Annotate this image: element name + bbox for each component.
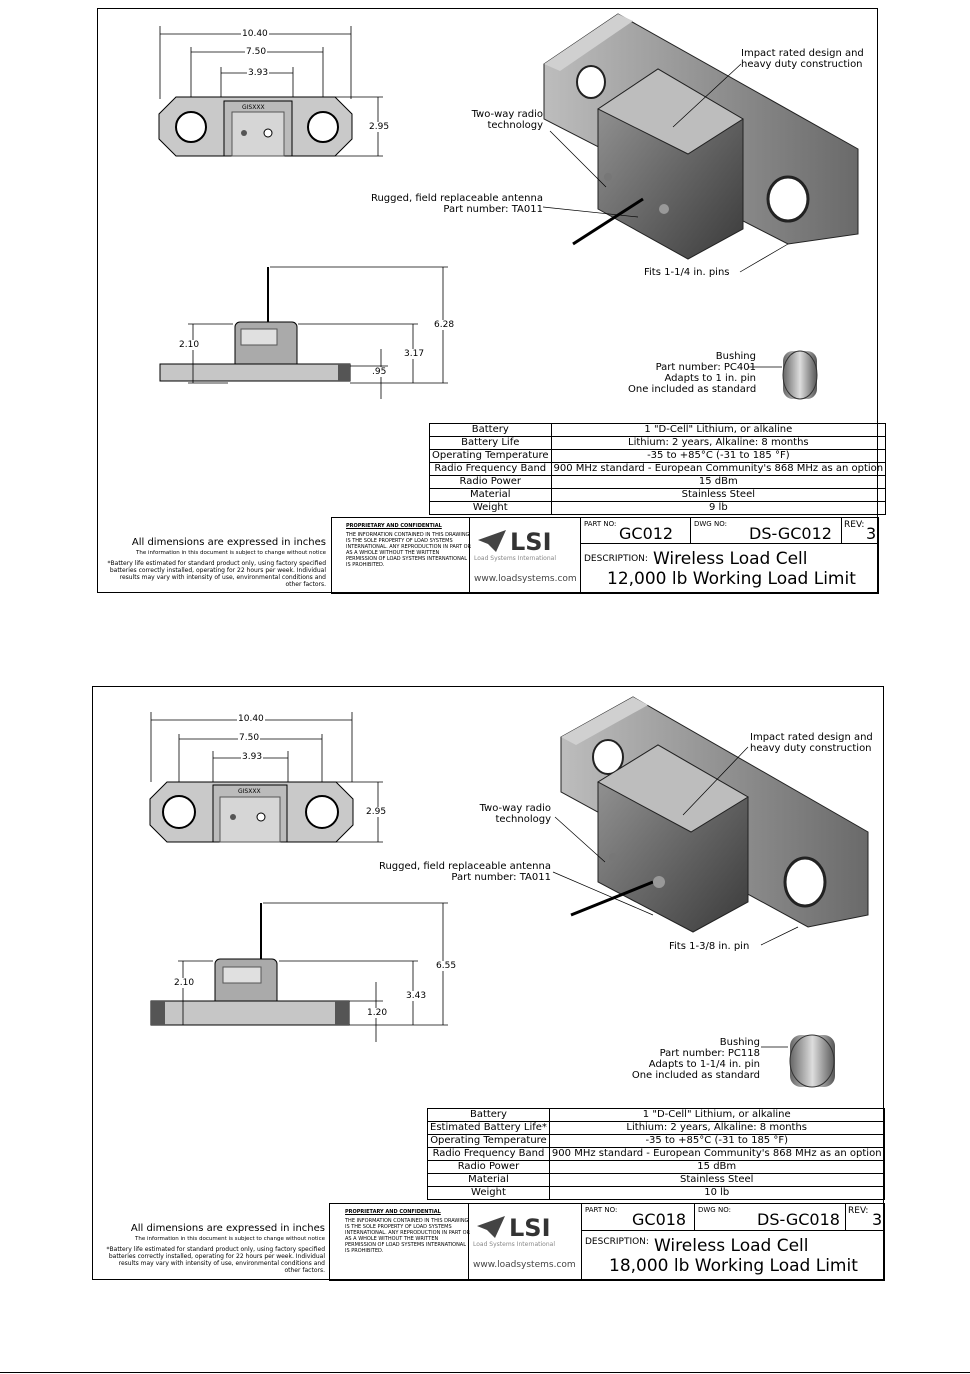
iso-view-1 [543, 13, 859, 260]
logo-cell: LSI Load Systems International www.loads… [469, 1204, 582, 1280]
callout-pins: Fits 1-3/8 in. pin [669, 941, 750, 952]
bushing-image-1 [782, 350, 818, 400]
dim-base-height: 1.20 [366, 1008, 389, 1018]
dims-note: All dimensions are expressed in inches [130, 1223, 325, 1234]
description-line-2: 12,000 lb Working Load Limit [607, 569, 856, 589]
dim-housing-width: 3.93 [241, 752, 264, 762]
rev-cell: REV: 3 [846, 1206, 884, 1231]
description-line-2: 18,000 lb Working Load Limit [609, 1256, 858, 1276]
dim-base-height: .95 [371, 367, 388, 377]
top-view-1 [158, 96, 353, 157]
dim-pin-spacing: 7.50 [245, 47, 268, 57]
confidential-body: THE INFORMATION CONTAINED IN THIS DRAWIN… [346, 532, 472, 568]
confidential-cell: PROPRIETARY AND CONFIDENTIAL THE INFORMA… [330, 1204, 471, 1280]
logo-subtitle: Load Systems International [474, 555, 557, 562]
dims-note: All dimensions are expressed in inches [131, 537, 326, 548]
website: www.loadsystems.com [473, 1260, 576, 1270]
dim-overall-length: 10.40 [237, 714, 265, 724]
description-cell: DESCRIPTION: Wireless Load Cell 12,000 l… [584, 549, 856, 589]
front-view-2 [150, 902, 448, 1042]
lsi-logo-icon [477, 1216, 505, 1238]
change-note: The information in this document is subj… [135, 1236, 325, 1242]
front-view-1 [159, 266, 448, 399]
table-row: Estimated Battery Life*Lithium: 2 years,… [427, 1121, 885, 1135]
callout-pins: Fits 1-1/4 in. pins [644, 267, 730, 278]
logo-text: LSI [509, 1214, 551, 1242]
description-line-1: Wireless Load Cell [653, 549, 808, 569]
bushing-image-2 [789, 1034, 835, 1088]
dim-pin-spacing: 7.50 [238, 733, 261, 743]
drawing-artwork-2 [149, 696, 869, 1088]
page-bottom-rule [0, 1372, 970, 1373]
drawing-number: DS-GC018 [757, 1210, 840, 1229]
dwg-no-cell: DWG NO: DS-GC012 [691, 518, 842, 544]
drawing-sheet-1: 10.40 7.50 3.93 2.95 GISXXX 6.28 3.17 2.… [97, 8, 887, 594]
dwg-no-cell: DWG NO: DS-GC018 [695, 1204, 846, 1231]
drawing-artwork-1 [158, 13, 859, 400]
drawing-number: DS-GC012 [749, 524, 832, 543]
part-number: GC012 [619, 524, 674, 543]
dim-top-height: 2.95 [365, 807, 388, 817]
title-block-1: PROPRIETARY AND CONFIDENTIAL THE INFORMA… [331, 517, 879, 594]
plate-label: GISXXX [242, 104, 265, 111]
confidential-cell: PROPRIETARY AND CONFIDENTIAL THE INFORMA… [332, 518, 472, 593]
top-view-2 [149, 781, 354, 843]
dim-overall-length: 10.40 [241, 29, 269, 39]
plate-label: GISXXX [238, 788, 261, 795]
change-note: The information in this document is subj… [136, 550, 326, 556]
description-line-1: Wireless Load Cell [654, 1236, 809, 1256]
rev-cell: REV: 3 [842, 520, 878, 544]
confidential-title: PROPRIETARY AND CONFIDENTIAL [346, 523, 442, 529]
title-block-2: PROPRIETARY AND CONFIDENTIAL THE INFORMA… [329, 1203, 885, 1281]
part-number: GC018 [632, 1210, 687, 1229]
lsi-logo-icon [478, 530, 506, 552]
dim-antenna-total: 6.55 [435, 961, 458, 971]
table-row: Operating Temperature-35 to +85°C (-31 t… [427, 1134, 885, 1148]
dim-antenna-total: 6.28 [433, 320, 456, 330]
confidential-body: THE INFORMATION CONTAINED IN THIS DRAWIN… [345, 1218, 471, 1254]
description-cell: DESCRIPTION: Wireless Load Cell 18,000 l… [585, 1236, 858, 1276]
logo-cell: LSI Load Systems International www.loads… [470, 518, 581, 593]
dim-housing-width: 3.93 [247, 68, 270, 78]
confidential-title: PROPRIETARY AND CONFIDENTIAL [345, 1209, 441, 1215]
revision: 3 [866, 524, 877, 543]
drawing-sheet-2: 10.40 7.50 3.93 2.95 GISXXX 6.55 3.43 2.… [92, 686, 885, 1281]
dim-body-height: 3.17 [403, 349, 426, 359]
table-row: Operating Temperature-35 to +85°C (-31 t… [429, 449, 887, 463]
part-no-cell: PART NO: GC018 [582, 1204, 695, 1231]
dim-body-height: 3.43 [405, 991, 428, 1001]
revision: 3 [872, 1210, 883, 1229]
part-no-cell: PART NO: GC012 [581, 518, 691, 544]
logo-text: LSI [510, 528, 552, 556]
dim-top-height: 2.95 [368, 122, 391, 132]
battery-footnote: *Battery life estimated for standard pro… [107, 560, 326, 588]
dim-housing-height: 2.10 [178, 340, 201, 350]
iso-view-2 [560, 696, 869, 933]
dim-housing-height: 2.10 [173, 978, 196, 988]
website: www.loadsystems.com [474, 574, 577, 584]
logo-subtitle: Load Systems International [473, 1241, 556, 1248]
battery-footnote: *Battery life estimated for standard pro… [106, 1246, 325, 1274]
